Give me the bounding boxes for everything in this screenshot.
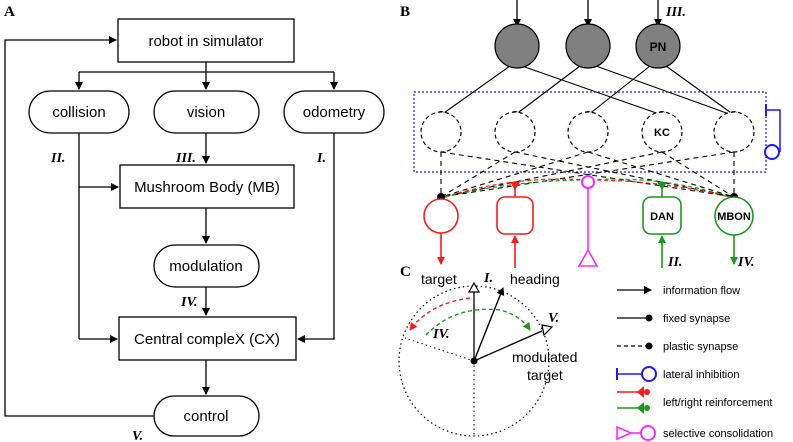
panel-c-label: C	[400, 264, 411, 280]
legend: information flow fixed synapse plastic s…	[616, 285, 773, 441]
robot-label: robot in simulator	[148, 33, 263, 50]
kc-neuron-5	[713, 111, 755, 153]
network: PN KC	[413, 0, 781, 270]
target-label: target	[421, 271, 457, 287]
cx-box	[118, 316, 297, 361]
modulated-target-vector	[473, 330, 543, 362]
heading-vector	[473, 287, 505, 362]
lateral-inhibition-terminal	[764, 144, 780, 160]
heading-label: heading	[510, 271, 560, 287]
green-reinforcement-arc	[444, 178, 731, 198]
kc-neuron-2	[494, 111, 536, 153]
roman-i-a: I.	[316, 151, 326, 166]
legend-lateral: lateral inhibition	[663, 369, 739, 381]
kc-label: KC	[654, 127, 670, 139]
robot-box	[117, 18, 295, 63]
pn-neuron-3	[635, 23, 681, 69]
legend-fixed: fixed synapse	[663, 313, 730, 325]
compass-circle	[398, 285, 550, 437]
consolidation-triangle	[577, 248, 599, 267]
odometry-label: odometry	[303, 104, 366, 121]
modulated-label: modulated	[512, 349, 577, 365]
roman-iii-b: III.	[665, 5, 686, 20]
green-turn-arc	[425, 308, 531, 336]
roman-ii-a: II.	[50, 151, 65, 166]
flowchart	[4, 18, 385, 437]
red-turn-arc	[409, 297, 471, 331]
legend-consolidation-symbol	[616, 425, 634, 441]
left-mbon-neuron	[423, 198, 459, 234]
roman-iv-b: IV.	[737, 255, 754, 270]
cx-label: Central compleX (CX)	[134, 331, 280, 348]
roman-v-a: V.	[132, 429, 143, 442]
mb-box	[119, 164, 295, 209]
compass: target I. heading IV. V. modulated targe…	[398, 271, 577, 437]
left-dan-neuron	[496, 196, 534, 235]
mb-label: Mushroom Body (MB)	[134, 179, 280, 196]
kc-neuron-3	[567, 111, 609, 153]
legend-reinforcement: left/right reinforcement	[663, 397, 772, 409]
panel-b-label: B	[400, 4, 410, 20]
legend-consolidation: selective consolidation	[663, 428, 773, 440]
roman-i-c: I.	[483, 271, 493, 286]
panel-a-label: A	[4, 4, 15, 20]
legend-info-flow: information flow	[663, 285, 740, 297]
pn-label: PN	[650, 40, 667, 54]
legend-plastic: plastic synapse	[663, 341, 738, 353]
mbon-label: MBON	[717, 211, 751, 223]
roman-v-c: V.	[548, 311, 559, 326]
dan-label: DAN	[650, 211, 674, 223]
pn-neuron-2	[565, 23, 611, 69]
pn-neuron-1	[494, 23, 540, 69]
kc-neuron-1	[420, 111, 462, 153]
kc-layer-box	[413, 91, 767, 173]
control-label: control	[183, 408, 228, 425]
roman-ii-b: II.	[667, 255, 682, 270]
flow-feedback-loop	[4, 36, 154, 417]
vision-label: vision	[187, 104, 225, 121]
roman-iii-a: III.	[175, 151, 196, 166]
red-reinforcement-arc	[444, 178, 731, 198]
collision-label: collision	[52, 104, 105, 121]
lateral-inhibition-line	[766, 109, 781, 152]
modulation-label: modulation	[169, 258, 242, 275]
roman-iv-c: IV.	[432, 327, 449, 342]
consolidation-terminal	[581, 175, 595, 189]
modulated-target-label: target	[527, 367, 563, 383]
flow-odometry-to-cx	[297, 133, 335, 343]
roman-iv-a: IV.	[180, 295, 197, 310]
